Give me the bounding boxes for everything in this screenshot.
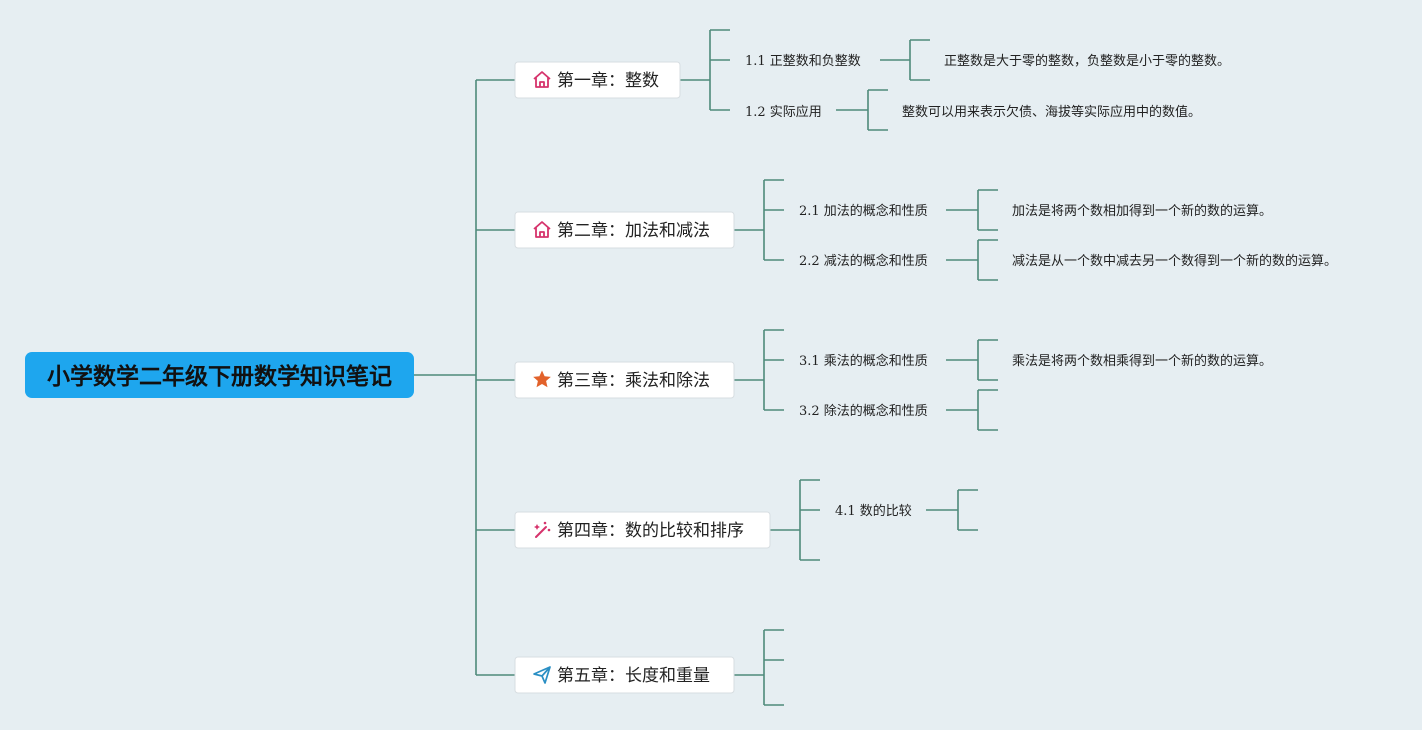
note-3-1: 乘法是将两个数相乘得到一个新的数的运算。 bbox=[1012, 353, 1272, 369]
chapter-node-3[interactable]: 第三章：乘法和除法 bbox=[514, 361, 735, 399]
chapter-title: 第四章：数的比较和排序 bbox=[557, 521, 744, 541]
section-1-1[interactable]: 1.1 正整数和负整数 bbox=[745, 54, 861, 69]
section-2-2[interactable]: 2.2 减法的概念和性质 bbox=[799, 253, 928, 269]
chapter-title: 第三章：乘法和除法 bbox=[557, 371, 710, 391]
chapter-node-4[interactable]: 第四章：数的比较和排序 bbox=[514, 511, 771, 549]
magic-wand-icon bbox=[534, 521, 551, 538]
note-1-2: 整数可以用来表示欠债、海拔等实际应用中的数值。 bbox=[902, 104, 1201, 120]
root-node-box bbox=[25, 352, 414, 398]
chapter-box bbox=[514, 511, 771, 549]
section-1-2[interactable]: 1.2 实际应用 bbox=[745, 104, 822, 120]
chapter-box bbox=[514, 361, 735, 399]
chapter-node-1[interactable]: 第一章：整数 bbox=[514, 61, 681, 99]
connector-lines bbox=[414, 29, 998, 706]
paper-plane-icon bbox=[533, 666, 551, 684]
root-title: 小学数学二年级下册数学知识笔记 bbox=[47, 363, 392, 390]
chapter-title: 第二章：加法和减法 bbox=[557, 221, 710, 241]
star-icon bbox=[533, 370, 551, 388]
house-icon bbox=[533, 221, 551, 238]
chapter-node-2[interactable]: 第二章：加法和减法 bbox=[514, 211, 735, 249]
note-1-1: 正整数是大于零的整数，负整数是小于零的整数。 bbox=[944, 53, 1230, 69]
chapter-title: 第一章：整数 bbox=[557, 71, 659, 91]
chapter-title: 第五章：长度和重量 bbox=[557, 666, 710, 686]
chapter-node-5[interactable]: 第五章：长度和重量 bbox=[514, 656, 735, 694]
section-4-1[interactable]: 4.1 数的比较 bbox=[835, 503, 912, 519]
section-3-1[interactable]: 3.1 乘法的概念和性质 bbox=[799, 353, 928, 369]
section-2-1[interactable]: 2.1 加法的概念和性质 bbox=[799, 203, 928, 219]
chapter-box bbox=[514, 656, 735, 694]
note-2-1: 加法是将两个数相加得到一个新的数的运算。 bbox=[1012, 203, 1272, 219]
section-3-2[interactable]: 3.2 除法的概念和性质 bbox=[799, 403, 928, 419]
root-node[interactable]: 小学数学二年级下册数学知识笔记 bbox=[25, 352, 414, 398]
chapter-box bbox=[514, 211, 735, 249]
chapter-box bbox=[514, 61, 681, 99]
house-icon bbox=[533, 71, 551, 88]
note-2-2: 减法是从一个数中减去另一个数得到一个新的数的运算。 bbox=[1012, 253, 1337, 269]
